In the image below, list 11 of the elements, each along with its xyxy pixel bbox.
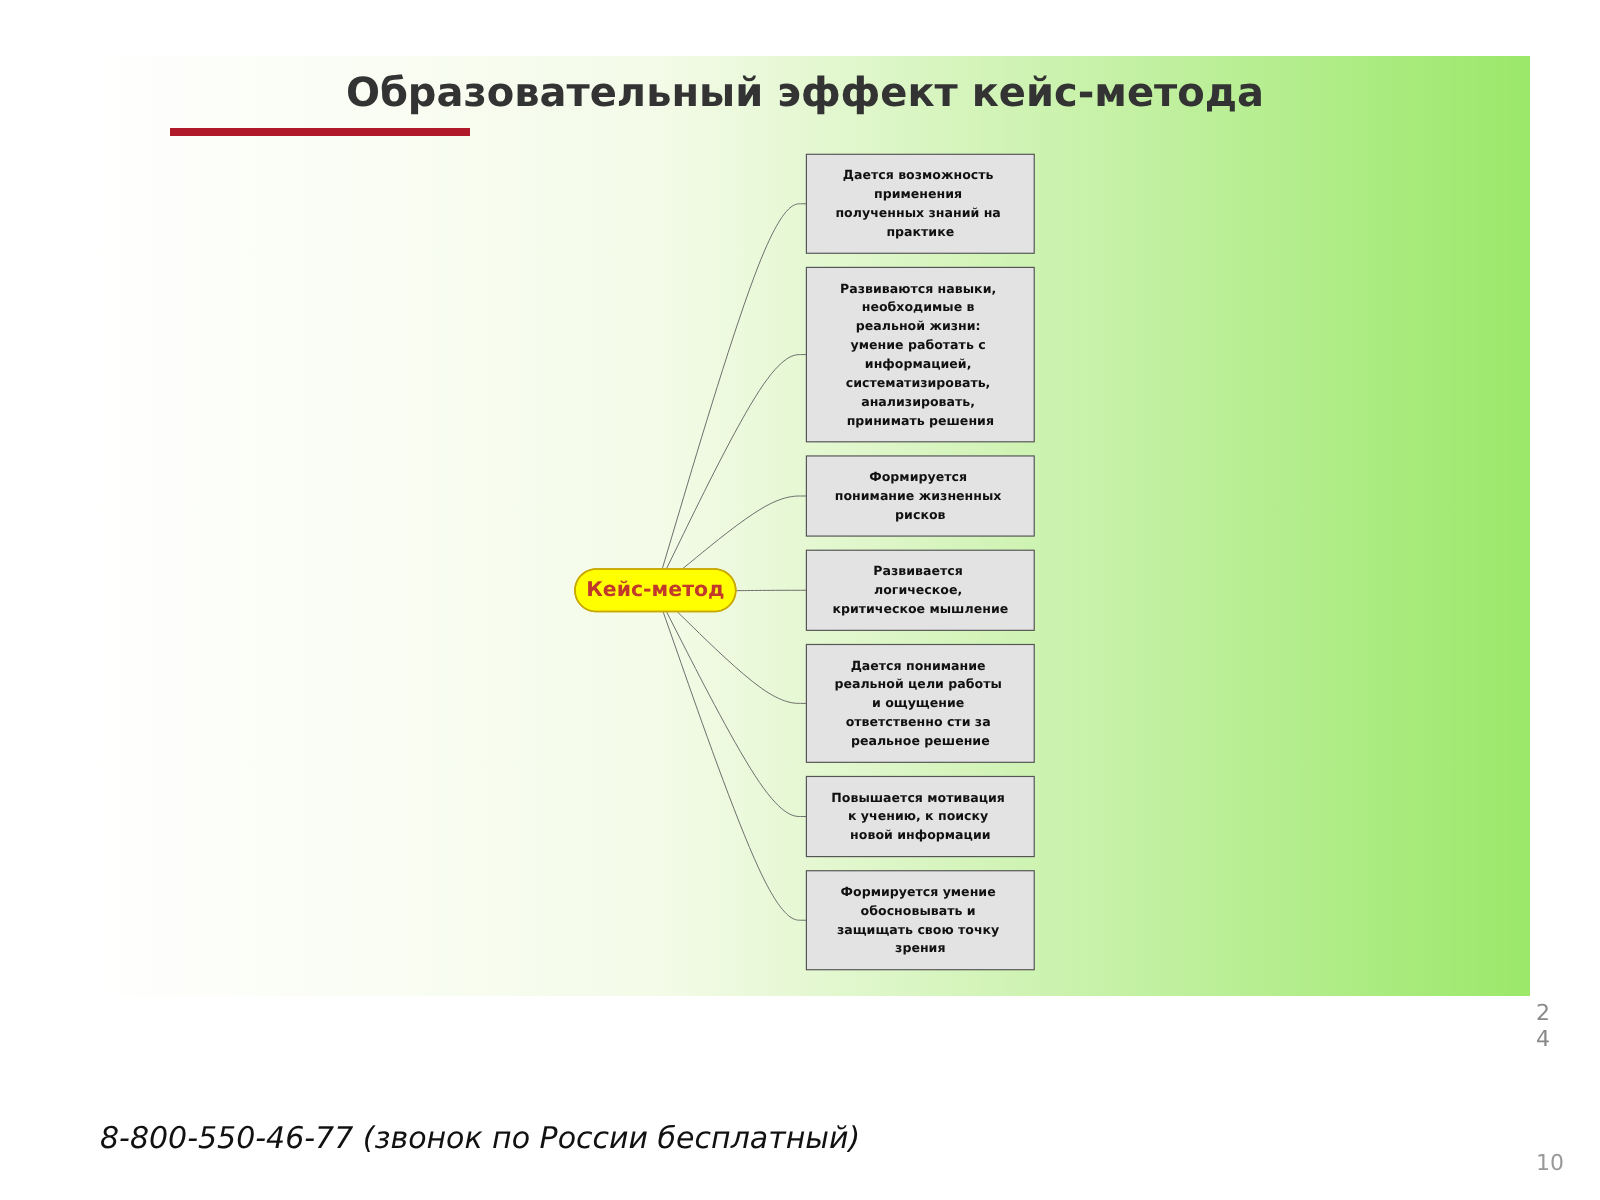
slide-number: 2 4 bbox=[1536, 1000, 1550, 1052]
title: Образовательный эффект кейс-метода bbox=[343, 68, 1267, 116]
connector bbox=[681, 495, 808, 570]
connector bbox=[666, 611, 808, 817]
connector bbox=[666, 354, 808, 570]
contact-note: 8-800-550-46-77 (звонок по России бесплатный) bbox=[100, 1120, 861, 1156]
connector bbox=[663, 611, 808, 921]
connector bbox=[736, 589, 808, 592]
page-number: 10 bbox=[1536, 1150, 1564, 1176]
connector bbox=[677, 611, 808, 704]
connector bbox=[662, 203, 808, 570]
